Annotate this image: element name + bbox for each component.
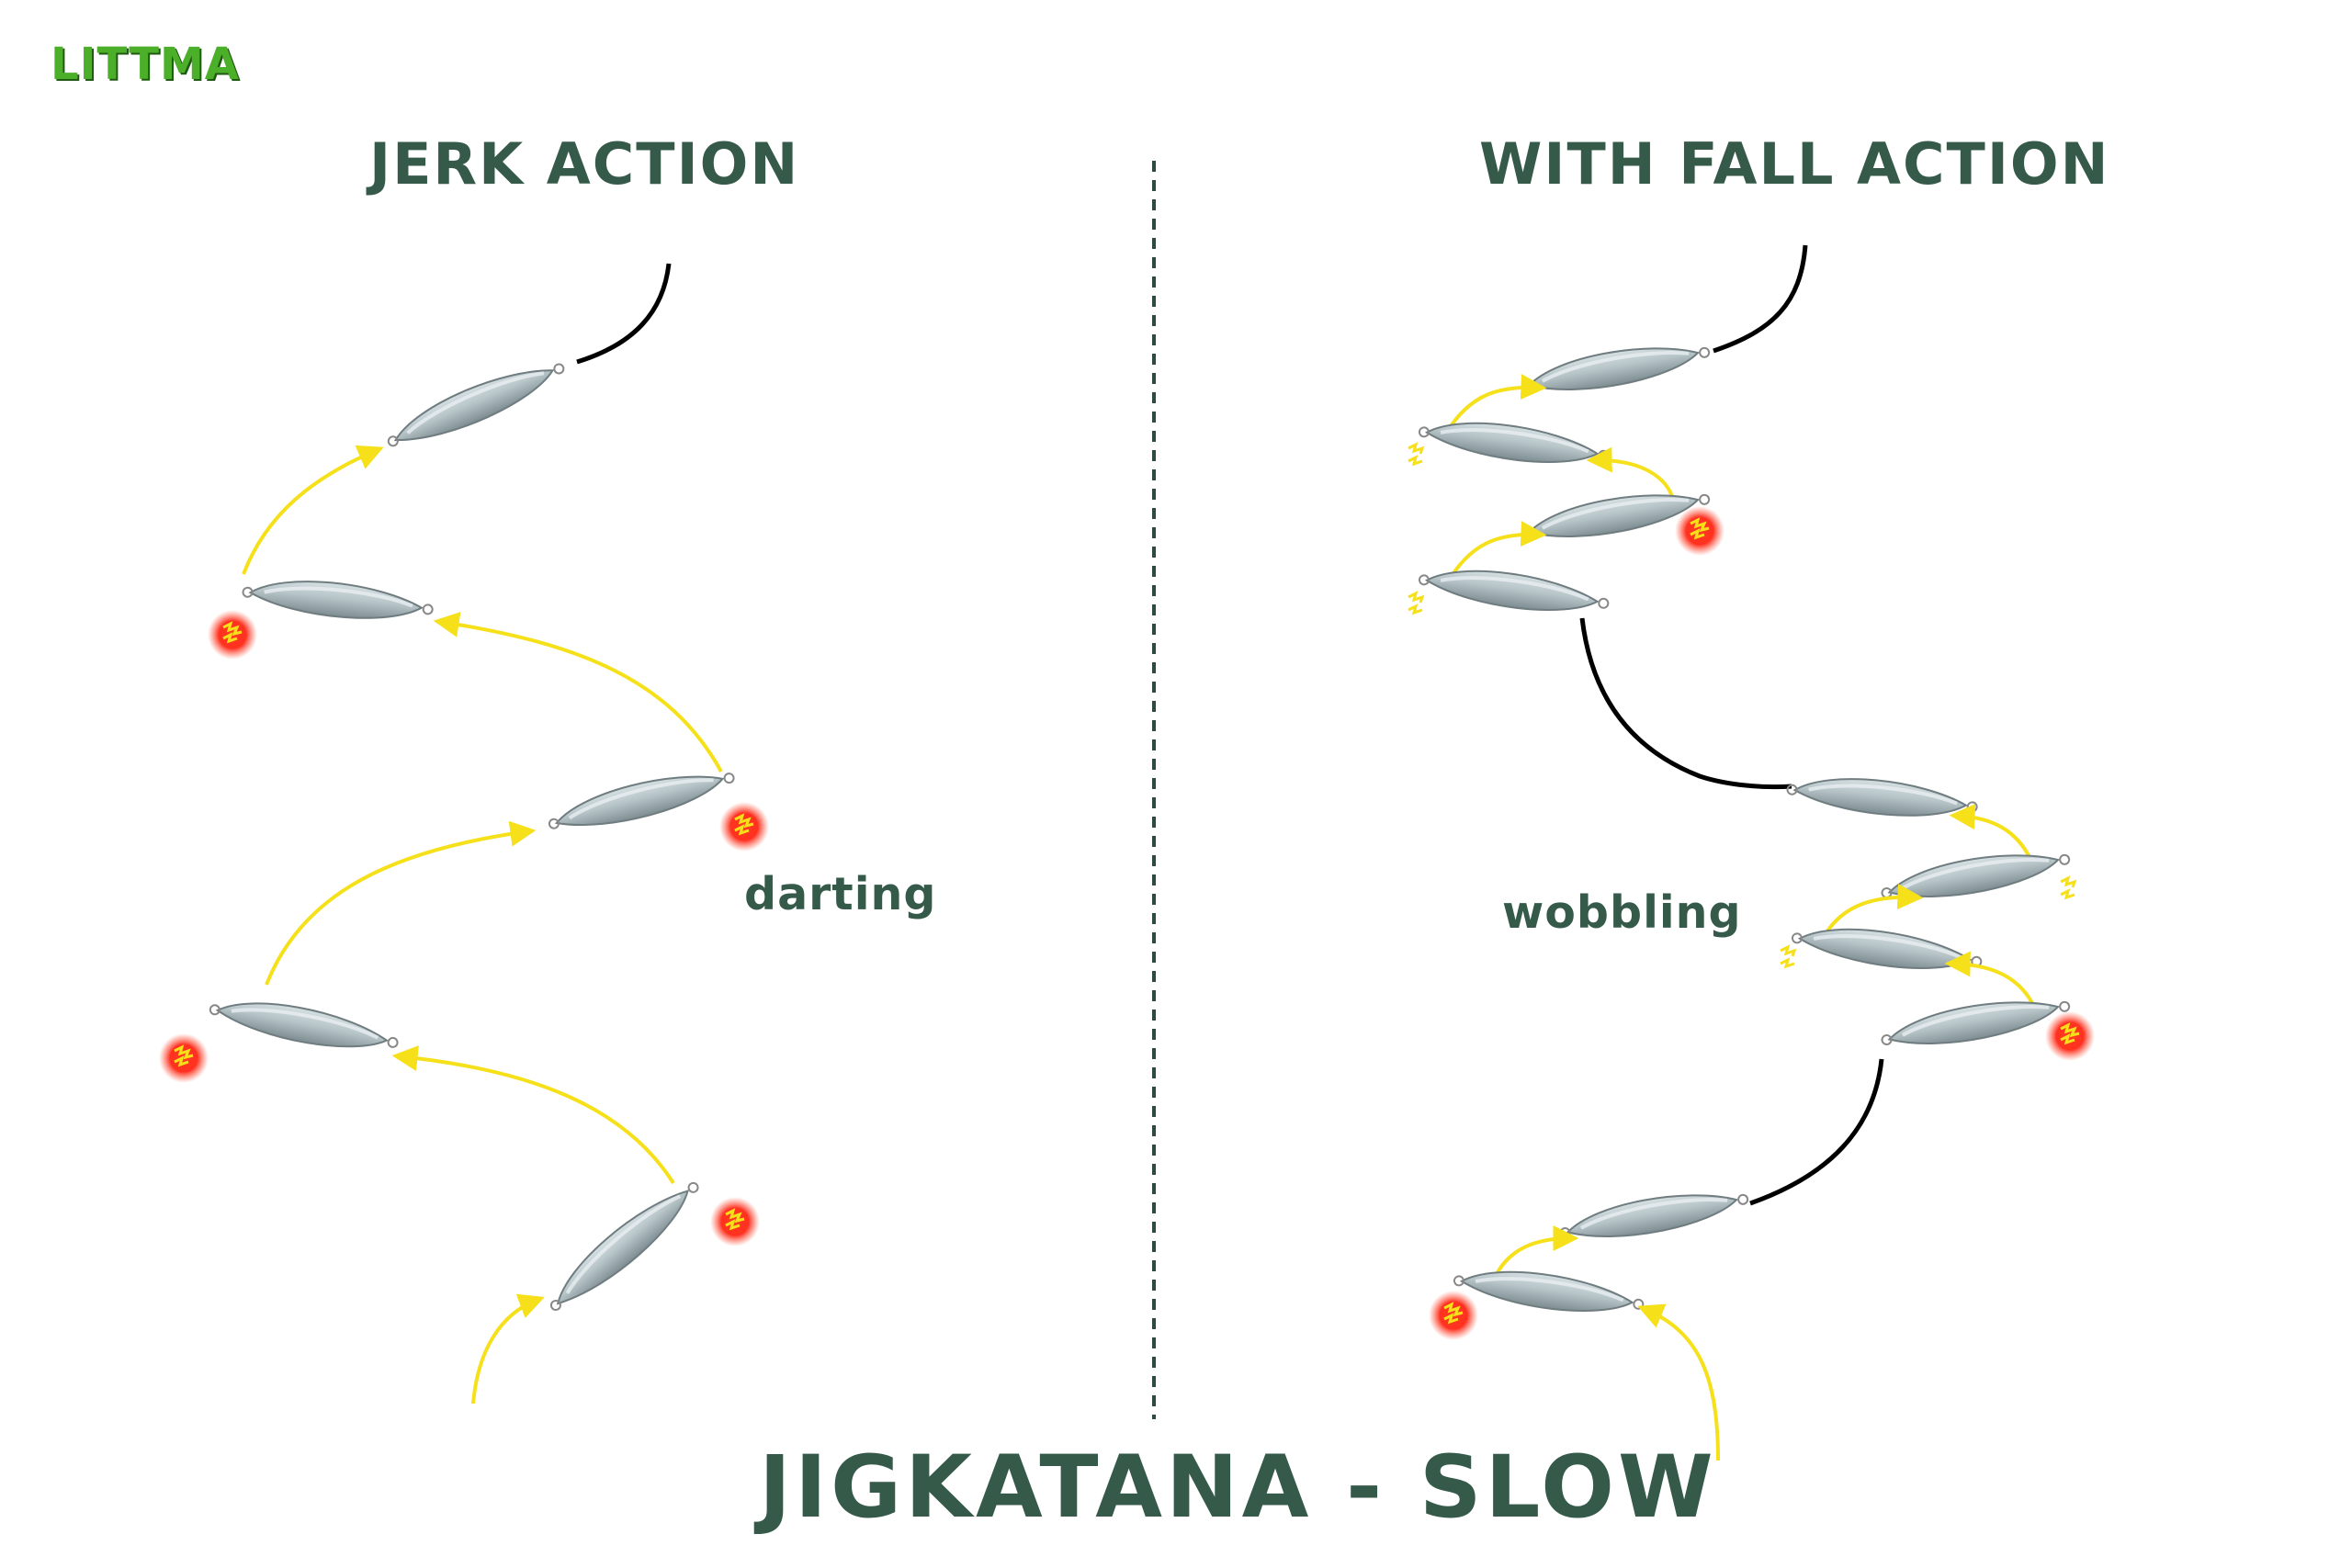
lure-icon xyxy=(1783,769,1981,827)
yellow-path-arrow xyxy=(1637,1303,1720,1461)
red-burst-icon xyxy=(206,608,259,661)
lure-icon xyxy=(1555,1180,1753,1250)
wobble-icon xyxy=(1779,945,1796,968)
left-heading: JERK ACTION xyxy=(369,130,800,197)
left-diagram xyxy=(157,263,771,1404)
wobble-icon xyxy=(1407,443,1424,466)
lure-icon xyxy=(1877,987,2075,1057)
yellow-path-arrow xyxy=(242,445,384,575)
red-burst-icon xyxy=(1673,504,1726,558)
wobble-icon xyxy=(1407,592,1424,615)
yellow-path-arrow xyxy=(391,1045,675,1185)
littma-logo: LITTMA xyxy=(51,39,240,90)
red-burst-icon xyxy=(1427,1289,1480,1342)
lure-icon xyxy=(543,759,740,841)
yellow-path-arrow xyxy=(265,820,537,986)
fishing-line xyxy=(1713,244,1808,354)
lure-icon xyxy=(1415,558,1612,623)
wobble-icon xyxy=(2059,876,2076,899)
lure-icon xyxy=(538,1169,710,1322)
fishing-line xyxy=(576,263,672,365)
right-heading: WITH FALL ACTION xyxy=(1479,130,2110,197)
fishing-line xyxy=(1749,1058,1884,1206)
yellow-path-arrow xyxy=(433,612,723,773)
lure-icon xyxy=(1788,917,1985,981)
fishing-line xyxy=(1579,617,1792,790)
yellow-path-arrow xyxy=(1949,804,2032,860)
lure-icon xyxy=(205,988,402,1062)
yellow-path-arrow xyxy=(1586,446,1674,497)
red-burst-icon xyxy=(157,1032,210,1085)
footer-title: JIGKATANA - SLOW xyxy=(759,1438,1717,1538)
lure-icon xyxy=(1450,1259,1647,1324)
lure-icon xyxy=(381,352,570,457)
yellow-path-arrow xyxy=(1822,884,1924,938)
lure-icon xyxy=(1415,411,1612,475)
lure-icon xyxy=(239,571,436,629)
right-diagram xyxy=(1407,244,2097,1461)
red-burst-icon xyxy=(2043,1010,2097,1063)
darting-label: darting xyxy=(744,868,937,920)
wobbling-label: wobbling xyxy=(1502,886,1742,939)
red-burst-icon xyxy=(708,1195,762,1248)
yellow-path-arrow xyxy=(1445,521,1547,585)
yellow-path-arrow xyxy=(471,1293,545,1404)
yellow-path-arrow xyxy=(1445,374,1547,434)
lure-icon xyxy=(1517,333,1714,403)
red-burst-icon xyxy=(718,800,771,853)
yellow-path-arrow xyxy=(1944,951,2037,1010)
